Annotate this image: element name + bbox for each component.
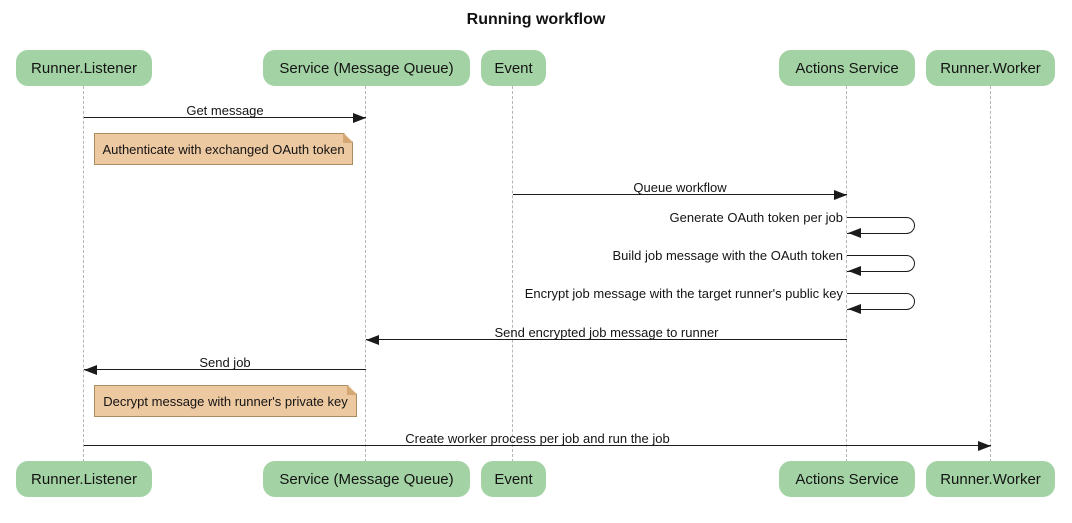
- message-label-build-job-message: Build job message with the OAuth token: [612, 248, 843, 263]
- note-decrypt-text: Decrypt message with runner's private ke…: [103, 393, 348, 409]
- arrowhead-left-icon: [848, 304, 861, 314]
- message-line-send-encrypted-job-message: [366, 339, 847, 340]
- message-label-queue-workflow: Queue workflow: [633, 180, 727, 195]
- message-label-send-encrypted-job-message: Send encrypted job message to runner: [494, 325, 719, 340]
- participant-top-runner-worker: Runner.Worker: [926, 50, 1055, 86]
- arrowhead-right-icon: [353, 113, 366, 123]
- participant-top-event: Event: [481, 50, 546, 86]
- message-line-get-message: [84, 117, 366, 118]
- participant-bottom-event: Event: [481, 461, 546, 497]
- arrowhead-right-icon: [978, 441, 991, 451]
- lifeline-service-message-queue: [365, 86, 366, 462]
- self-loop-generate-oauth-token: [847, 217, 915, 234]
- self-loop-encrypt-job-message: [847, 293, 915, 310]
- note-authenticate-text: Authenticate with exchanged OAuth token: [102, 141, 345, 157]
- arrowhead-right-icon: [834, 190, 847, 200]
- participant-top-service-message-queue: Service (Message Queue): [263, 50, 470, 86]
- participant-bottom-runner-listener: Runner.Listener: [16, 461, 152, 497]
- lifeline-actions-service: [846, 86, 847, 462]
- message-label-encrypt-job-message: Encrypt job message with the target runn…: [524, 286, 843, 301]
- participant-bottom-actions-service: Actions Service: [779, 461, 915, 497]
- participant-bottom-runner-worker: Runner.Worker: [926, 461, 1055, 497]
- note-authenticate: Authenticate with exchanged OAuth token: [94, 133, 353, 165]
- arrowhead-left-icon: [366, 335, 379, 345]
- lifeline-event: [512, 86, 513, 462]
- note-fold-icon: [343, 133, 353, 143]
- note-fold-icon: [347, 385, 357, 395]
- arrowhead-left-icon: [848, 228, 861, 238]
- note-decrypt: Decrypt message with runner's private ke…: [94, 385, 357, 417]
- participant-top-actions-service: Actions Service: [779, 50, 915, 86]
- participant-bottom-service-message-queue: Service (Message Queue): [263, 461, 470, 497]
- lifeline-runner-worker: [990, 86, 991, 462]
- message-label-send-job: Send job: [199, 355, 251, 370]
- message-line-create-worker-process: [84, 445, 991, 446]
- message-label-generate-oauth-token: Generate OAuth token per job: [669, 210, 843, 225]
- message-label-create-worker-process: Create worker process per job and run th…: [405, 431, 670, 446]
- message-line-send-job: [84, 369, 366, 370]
- message-label-get-message: Get message: [186, 103, 264, 118]
- arrowhead-left-icon: [848, 266, 861, 276]
- participant-top-runner-listener: Runner.Listener: [16, 50, 152, 86]
- diagram-title: Running workflow: [466, 11, 606, 28]
- self-loop-build-job-message: [847, 255, 915, 272]
- lifeline-runner-listener: [83, 86, 84, 462]
- arrowhead-left-icon: [84, 365, 97, 375]
- message-line-queue-workflow: [513, 194, 847, 195]
